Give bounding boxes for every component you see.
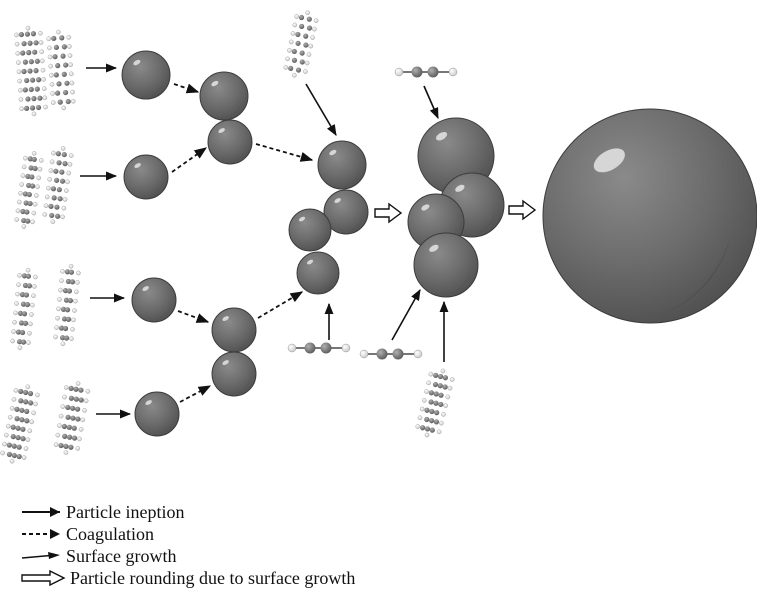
surface-growth-arrow xyxy=(423,85,439,120)
legend-label-particle-inception: Particle ineption xyxy=(66,501,185,522)
soot-particle-icon xyxy=(207,119,253,165)
arrows-layer xyxy=(80,63,449,419)
soot-particle-icon xyxy=(121,50,171,100)
pah-molecule-icon xyxy=(42,146,74,224)
acetylene-molecule-icon xyxy=(287,342,351,354)
coagulation-arrow xyxy=(173,83,200,94)
pah-molecule-icon xyxy=(10,267,38,351)
soot-particle-icon xyxy=(296,251,340,295)
soot-particle-icon xyxy=(323,189,369,235)
pah-molecule-icon xyxy=(415,368,455,438)
pah-molecule-icon xyxy=(14,151,44,229)
pah-molecule-icon xyxy=(14,25,48,117)
particles-layer xyxy=(121,50,757,437)
pah-molecule-icon xyxy=(53,381,91,455)
coagulation-arrow xyxy=(255,143,314,162)
pah-molecule-icon xyxy=(0,384,40,464)
soot-particle-icon xyxy=(134,391,180,437)
soot-particle-icon xyxy=(288,208,332,252)
legend-item-surface-growth: Surface growth xyxy=(20,544,176,568)
soot-particle-icon xyxy=(413,232,479,298)
legend-item-particle-inception: Particle ineption xyxy=(20,500,184,524)
soot-particle-icon xyxy=(199,71,249,121)
molecules-layer xyxy=(0,10,458,464)
soot-particle-icon xyxy=(123,154,169,200)
acetylene-molecule-icon xyxy=(394,66,458,78)
rounding-arrow xyxy=(508,199,537,221)
legend-item-coagulation: Coagulation xyxy=(20,522,154,546)
legend-item-particle-rounding: Particle rounding due to surface growth xyxy=(20,566,355,590)
legend-label-surface-growth: Surface growth xyxy=(66,545,177,566)
soot-particle-icon xyxy=(317,140,367,190)
hollow-arrow-icon xyxy=(21,569,66,587)
dashed-arrow-icon xyxy=(22,529,60,539)
coagulation-arrow xyxy=(177,310,210,323)
pah-molecule-icon xyxy=(53,263,81,347)
acetylene-molecule-icon xyxy=(359,348,423,360)
coagulation-arrow xyxy=(171,147,208,173)
solid-arrow-icon xyxy=(22,507,60,517)
pah-molecule-icon xyxy=(46,29,76,111)
coagulation-arrow xyxy=(257,291,304,319)
rounding-arrow xyxy=(374,202,403,224)
soot-particle-icon xyxy=(211,307,257,353)
thin-arrow-icon xyxy=(21,552,60,559)
surface-growth-arrow xyxy=(391,289,421,341)
legend-label-particle-rounding: Particle rounding due to surface growth xyxy=(70,567,356,588)
rounding-arrows-layer xyxy=(374,199,537,224)
soot-particle-icon xyxy=(211,351,257,397)
soot-particle-icon xyxy=(131,277,177,323)
surface-growth-arrow xyxy=(305,83,337,136)
legend-label-coagulation: Coagulation xyxy=(66,523,154,544)
pah-molecule-icon xyxy=(283,10,319,78)
soot-particle-icon xyxy=(542,108,757,324)
coagulation-arrow xyxy=(179,385,212,403)
